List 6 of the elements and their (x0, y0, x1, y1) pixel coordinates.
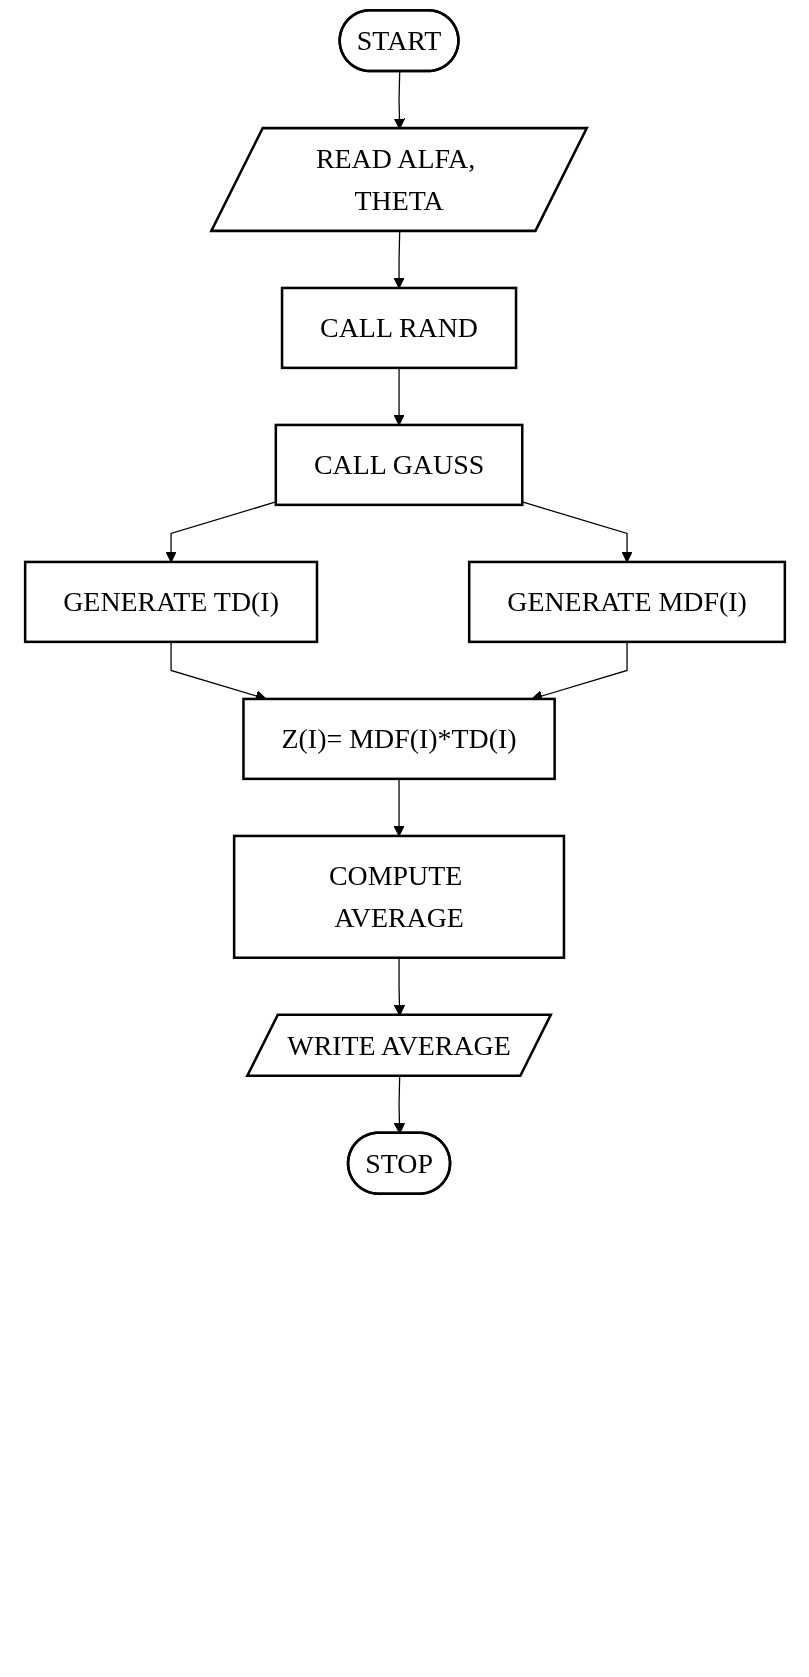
node-box: GENERATE TD(I) (23, 560, 318, 644)
node-box: CALL RAND (280, 286, 517, 370)
node-box: CALL GAUSS (274, 423, 524, 507)
node-box: COMPUTE AVERAGE (232, 834, 565, 959)
node-box: GENERATE MDF(I) (467, 560, 786, 644)
node-box: Z(I)= MDF(I)*TD(I) (241, 697, 556, 781)
